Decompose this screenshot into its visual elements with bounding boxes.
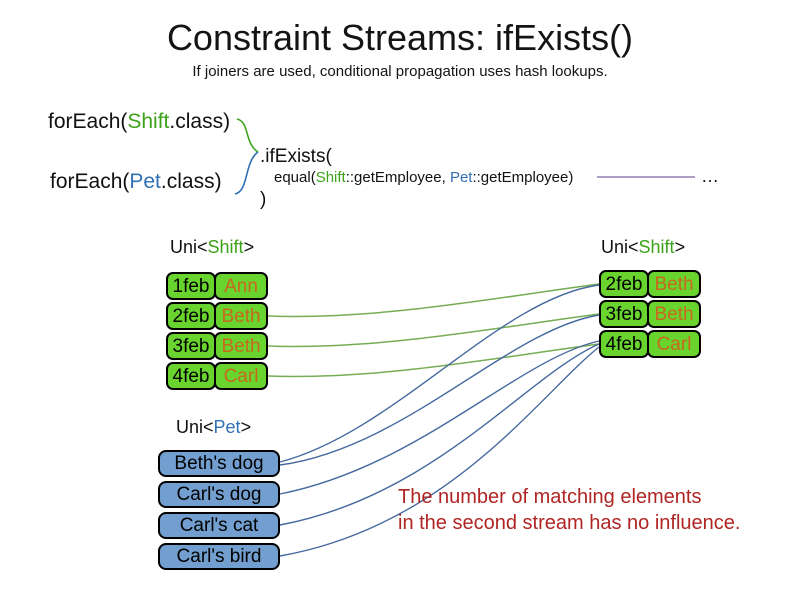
pet-class-token: Pet bbox=[129, 170, 161, 193]
employee-cell: Beth bbox=[647, 300, 701, 328]
brace-bottom-blue bbox=[234, 151, 259, 195]
note-text: The number of matching elements in the s… bbox=[398, 484, 740, 536]
code-close-paren: ) bbox=[260, 189, 267, 210]
pet-row: Beth's dog bbox=[158, 450, 280, 477]
employee-cell: Beth bbox=[647, 270, 701, 298]
shift-row: 4feb Carl bbox=[599, 330, 701, 358]
shift-row: 2feb Beth bbox=[166, 302, 268, 330]
header-text: > bbox=[674, 237, 686, 257]
green-connector-4feb bbox=[267, 343, 600, 378]
code-text: ::getEmployee, bbox=[345, 169, 450, 186]
code-equal-joiner: equal(Shift::getEmployee, Pet::getEmploy… bbox=[274, 169, 573, 186]
pet-token: Pet bbox=[449, 169, 473, 186]
date-cell: 1feb bbox=[166, 272, 216, 300]
code-foreach-shift: forEach(Shift.class) bbox=[48, 110, 230, 134]
shift-token: Shift bbox=[315, 169, 346, 186]
blue-connector-bethsdog-3feb bbox=[279, 314, 600, 466]
code-ifexists: .ifExists( bbox=[260, 146, 332, 167]
date-cell: 3feb bbox=[166, 332, 216, 360]
code-text: ::getEmployee) bbox=[472, 169, 574, 186]
code-text: equal( bbox=[274, 169, 316, 186]
header-text: Uni< bbox=[601, 237, 639, 257]
blue-connector-carlsdog-4feb bbox=[279, 340, 600, 495]
date-cell: 4feb bbox=[166, 362, 216, 390]
employee-cell: Ann bbox=[214, 272, 268, 300]
shift-row: 3feb Beth bbox=[599, 300, 701, 328]
pet-row: Carl's bird bbox=[158, 543, 280, 570]
code-text: .class) bbox=[160, 170, 222, 193]
shift-type-token: Shift bbox=[638, 237, 675, 257]
employee-cell: Beth bbox=[214, 332, 268, 360]
green-connector-2feb bbox=[267, 283, 600, 318]
right-shift-table-header: Uni<Shift> bbox=[601, 237, 685, 258]
date-cell: 2feb bbox=[166, 302, 216, 330]
code-text: .class) bbox=[169, 110, 231, 133]
code-foreach-pet: forEach(Pet.class) bbox=[50, 170, 222, 194]
date-cell: 3feb bbox=[599, 300, 649, 328]
code-text: forEach( bbox=[48, 110, 128, 133]
pet-row: Carl's dog bbox=[158, 481, 280, 508]
page-subtitle: If joiners are used, conditional propaga… bbox=[192, 63, 608, 80]
note-line-2: in the second stream has no influence. bbox=[398, 512, 741, 534]
shift-row: 4feb Carl bbox=[166, 362, 268, 390]
shift-class-token: Shift bbox=[127, 110, 170, 133]
blue-connector-bethsdog-2feb bbox=[279, 284, 600, 463]
shift-row: 2feb Beth bbox=[599, 270, 701, 298]
header-text: > bbox=[243, 237, 255, 257]
note-line-1: The number of matching elements bbox=[398, 486, 702, 508]
page-title: Constraint Streams: ifExists() bbox=[166, 17, 634, 58]
employee-cell: Beth bbox=[214, 302, 268, 330]
date-cell: 4feb bbox=[599, 330, 649, 358]
employee-cell: Carl bbox=[214, 362, 268, 390]
date-cell: 2feb bbox=[599, 270, 649, 298]
pet-table-header: Uni<Pet> bbox=[176, 417, 251, 438]
code-text: forEach( bbox=[50, 170, 130, 193]
left-shift-table-header: Uni<Shift> bbox=[170, 237, 254, 258]
pet-row: Carl's cat bbox=[158, 512, 280, 539]
pet-type-token: Pet bbox=[213, 417, 241, 437]
shift-type-token: Shift bbox=[207, 237, 244, 257]
shift-row: 1feb Ann bbox=[166, 272, 268, 300]
brace-top-green bbox=[236, 118, 259, 153]
employee-cell: Carl bbox=[647, 330, 701, 358]
green-connector-3feb bbox=[267, 313, 600, 348]
shift-row: 3feb Beth bbox=[166, 332, 268, 360]
header-text: Uni< bbox=[176, 417, 214, 437]
header-text: > bbox=[240, 417, 252, 437]
continuation-ellipsis: … bbox=[701, 166, 719, 186]
header-text: Uni< bbox=[170, 237, 208, 257]
